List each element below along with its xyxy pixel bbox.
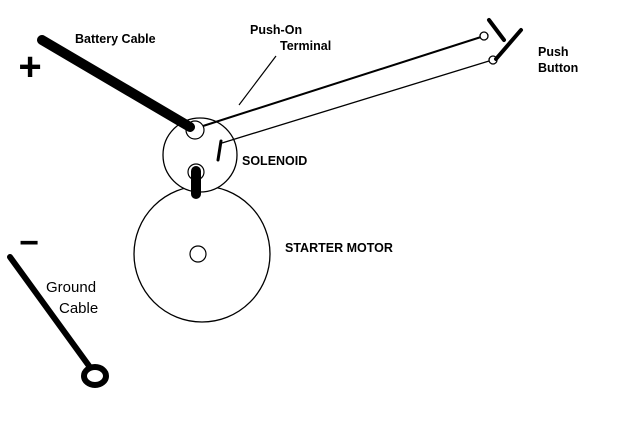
ground-cable-label-line1: Ground bbox=[46, 279, 96, 296]
positive-symbol: + bbox=[18, 45, 41, 89]
push-button-icon bbox=[487, 18, 523, 61]
push-button-terminal-upper bbox=[479, 31, 489, 41]
battery-cable-label: Battery Cable bbox=[75, 32, 156, 46]
push-button-label-line2: Button bbox=[538, 61, 578, 75]
ground-cable-label-line2: Cable bbox=[59, 300, 98, 317]
ground-cable-ring-terminal bbox=[81, 364, 109, 388]
push-on-terminal-label-line2: Terminal bbox=[280, 39, 331, 53]
starter-motor-label: STARTER MOTOR bbox=[285, 241, 393, 255]
push-button-wire-upper bbox=[202, 36, 482, 127]
push-button-label-line1: Push bbox=[538, 45, 569, 59]
solenoid-label: SOLENOID bbox=[242, 154, 307, 168]
push-button-wire-lower bbox=[221, 60, 490, 144]
negative-symbol: − bbox=[19, 224, 39, 262]
starter-motor-center-hub bbox=[189, 245, 207, 263]
solenoid-push-on-terminal bbox=[216, 139, 223, 162]
ground-cable bbox=[7, 254, 95, 373]
push-on-terminal-label-line1: Push-On bbox=[250, 23, 302, 37]
battery-cable bbox=[37, 35, 195, 132]
push-on-terminal-leader bbox=[238, 55, 277, 106]
